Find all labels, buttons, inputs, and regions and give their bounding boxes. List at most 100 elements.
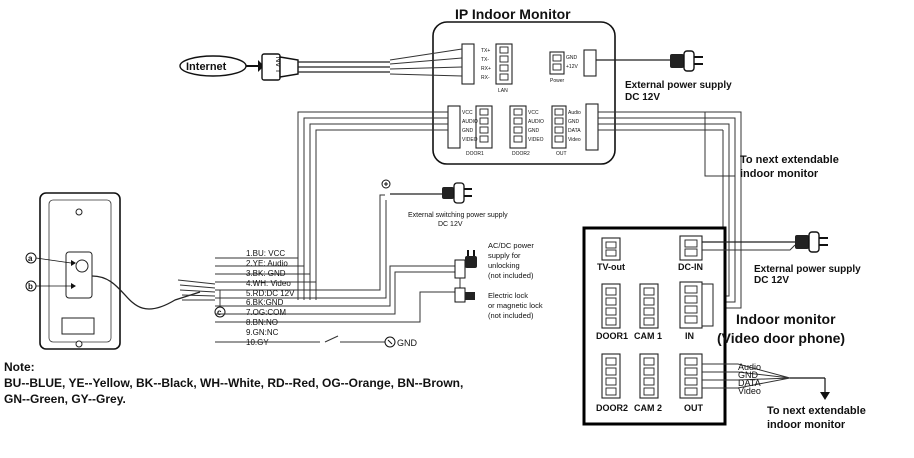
acdc-power-plug-icon — [454, 250, 477, 279]
wire-label-4: 4.WH: Video — [246, 279, 291, 288]
wire-label-8: 8.BN:NO — [246, 318, 278, 327]
ext-power-top-line1: External power supply — [625, 80, 732, 91]
wire-labels: 1.BU: VCC 2.YE: Audio 3.BK: GND 4.WH: Vi… — [246, 249, 295, 347]
power-plug-icon — [670, 50, 703, 72]
lan-pin-2: TX- — [481, 57, 489, 63]
out-pin-4: Video — [568, 137, 581, 143]
lan-pin-3: RX+ — [481, 66, 491, 72]
door2-pin-2: AUDIO — [528, 119, 544, 125]
door-station-terminal — [65, 251, 93, 299]
acdc-line2: supply for — [488, 251, 521, 260]
note-line2: GN--Green, GY--Grey. — [4, 392, 126, 406]
port-tv-out-label: TV-out — [597, 262, 625, 272]
acdc-line4: (not included) — [488, 271, 534, 280]
lan-label: LAN — [498, 88, 508, 94]
lan-connector: TX+ TX- RX+ RX- LAN — [461, 43, 513, 94]
port-dc-in-label: DC-IN — [678, 262, 703, 272]
port-tv-out: TV-out — [597, 237, 625, 272]
marker-c-label: c — [217, 308, 222, 317]
door1-wires — [297, 111, 448, 300]
harness-door-wires — [215, 257, 316, 283]
port-out: OUT — [679, 353, 704, 413]
lan-plug: LAN — [261, 53, 299, 81]
wire-label-5: 5.RD:DC 12V — [246, 289, 295, 298]
harness-com-wire — [215, 265, 455, 307]
down-arrow-icon — [820, 392, 830, 400]
wire-label-6: 6.BK:GND — [246, 298, 284, 307]
lock-line3: (not included) — [488, 311, 534, 320]
port-door2-label: DOOR2 — [596, 403, 628, 413]
to-next-top-line1: To next extendable — [740, 154, 839, 166]
note-line1: BU--BLUE, YE--Yellow, BK--Black, WH--Whi… — [4, 376, 464, 390]
to-next-bottom-line2: indoor monitor — [767, 419, 846, 431]
internet-label: Internet — [186, 61, 227, 73]
indoor-monitor-title-line1: Indoor monitor — [736, 311, 836, 327]
out-signal-video: Video — [738, 386, 761, 396]
door2-pin-1: VCC — [528, 110, 539, 116]
door1-pin-4: VIDEO — [462, 137, 478, 143]
door2-connector: VCC AUDIO GND VIDEO DOOR2 — [509, 105, 544, 157]
port-cam2-label: CAM 2 — [634, 403, 662, 413]
door-station-screw-top — [75, 208, 83, 216]
out-signal-wires — [702, 363, 791, 389]
switching-power-plug-icon — [442, 182, 472, 204]
out-to-next-wire — [598, 111, 735, 177]
door1-pin-2: AUDIO — [462, 119, 478, 125]
to-next-bottom-line1: To next extendable — [767, 405, 866, 417]
wire-label-2: 2.YE: Audio — [246, 259, 288, 268]
note-block: Note: BU--BLUE, YE--Yellow, BK--Black, W… — [4, 359, 463, 407]
port-door1-label: DOOR1 — [596, 331, 628, 341]
electric-lock-icon — [454, 287, 475, 303]
acdc-line3: unlocking — [488, 261, 520, 270]
port-dc-in: DC-IN — [678, 235, 703, 272]
ext-switching-power-line2: DC 12V — [438, 221, 463, 228]
arrow-icon — [258, 60, 262, 72]
to-next-top-line2: indoor monitor — [740, 168, 819, 180]
door2-label: DOOR2 — [512, 151, 530, 157]
lan-pin-1: TX+ — [481, 48, 490, 54]
power-connector: GND +12V Power — [549, 49, 597, 84]
door2-pin-3: GND — [528, 128, 540, 134]
power-pin-1: GND — [566, 55, 578, 61]
harness-dc12v-wire — [215, 194, 385, 291]
wire-label-7: 7.OG:COM — [246, 308, 286, 317]
gnd-label: GND — [397, 338, 418, 348]
door2-pin-4: VIDEO — [528, 137, 544, 143]
note-heading: Note: — [4, 360, 35, 374]
out-signal-data: DATA — [738, 378, 761, 388]
ext-power-right-line1: External power supply — [754, 264, 861, 275]
port-in-label: IN — [685, 331, 694, 341]
door1-connector: VCC AUDIO GND VIDEO DOOR1 — [447, 105, 493, 157]
port-door1: DOOR1 — [596, 283, 628, 341]
ext-switching-power-line1: External switching power supply — [408, 212, 508, 219]
port-in: IN — [679, 281, 714, 341]
out-pin-2: GND — [568, 119, 580, 125]
wire-label-1: 1.BU: VCC — [246, 249, 285, 258]
door-station-cable — [91, 275, 201, 310]
port-out-label: OUT — [684, 403, 704, 413]
ip-monitor-title: IP Indoor Monitor — [455, 6, 571, 22]
out-connector: Audio GND DATA Video OUT — [551, 103, 599, 157]
harness-gnd-wire — [215, 200, 387, 299]
switch-icon — [324, 335, 339, 343]
out-label: OUT — [556, 151, 567, 157]
ext-power-right-line2: DC 12V — [754, 275, 789, 286]
out-pin-1: Audio — [568, 110, 581, 116]
wire-label-3: 3.BK: GND — [246, 269, 286, 278]
door1-pin-1: VCC — [462, 110, 473, 116]
terminal-b-arrow-icon — [71, 283, 76, 289]
out-pin-3: DATA — [568, 128, 581, 134]
indoor-monitor-title-line2: (Video door phone) — [717, 330, 845, 346]
port-cam1-label: CAM 1 — [634, 331, 662, 341]
right-power-plug-icon — [795, 231, 828, 253]
out-signal-gnd: GND — [738, 370, 759, 380]
ext-power-top-line2: DC 12V — [625, 92, 660, 103]
door-station-speaker — [61, 317, 95, 335]
wire-label-9: 9.GN:NC — [246, 328, 279, 337]
out-signal-audio: Audio — [738, 362, 761, 372]
lan-pin-4: RX- — [481, 75, 490, 81]
power-label: Power — [550, 78, 565, 84]
marker-b-label: b — [28, 282, 33, 291]
door-station-screw-bottom — [75, 340, 83, 348]
